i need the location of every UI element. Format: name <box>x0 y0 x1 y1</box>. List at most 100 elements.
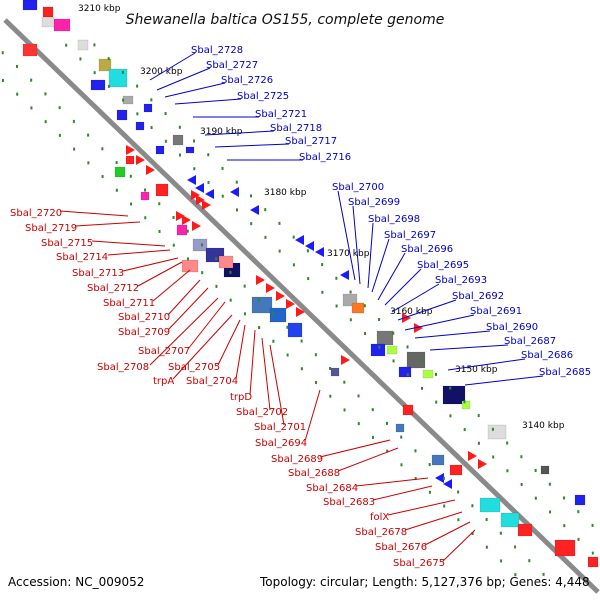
leader-line <box>167 279 201 316</box>
gene-label: Sbal_2698 <box>368 214 420 225</box>
gene-label: Sbal_2705 <box>168 362 220 373</box>
leader-line <box>59 210 129 217</box>
gene-block <box>251 296 273 314</box>
gene-label: Sbal_2675 <box>393 558 445 569</box>
track-dot <box>73 147 76 151</box>
leader-line <box>156 67 211 91</box>
track-dot <box>520 482 523 486</box>
gene-block <box>422 369 434 379</box>
track-dot <box>577 537 580 541</box>
leader-line <box>187 301 226 350</box>
leader-line <box>447 358 526 371</box>
track-dot <box>278 221 281 225</box>
track-dot <box>435 400 438 404</box>
track-dot <box>485 517 488 521</box>
gene-block <box>287 322 303 338</box>
gene-block <box>114 166 126 178</box>
track-dot <box>349 318 352 322</box>
gene-arrow <box>443 479 452 489</box>
gene-block <box>517 523 533 537</box>
track-dot <box>58 106 61 110</box>
track-dot <box>420 386 423 390</box>
gene-block <box>406 351 426 369</box>
track-dot <box>392 359 395 363</box>
track-dot <box>107 57 110 61</box>
track-dots <box>1 43 594 577</box>
track-dot <box>457 490 460 494</box>
leader-line <box>149 297 219 366</box>
gene-label: Sbal_2699 <box>348 197 400 208</box>
track-dot <box>414 449 417 453</box>
track-dot <box>15 64 18 68</box>
leader-line <box>91 240 166 247</box>
track-dot <box>506 441 509 445</box>
gene-block <box>98 58 112 72</box>
gene-label: Sbal_2707 <box>138 346 190 357</box>
track-dot <box>93 71 96 75</box>
leader-line <box>304 389 321 442</box>
leader-line <box>319 439 391 458</box>
gene-label: Sbal_2700 <box>332 182 384 193</box>
tick-label-3160: 3160 kbp <box>390 307 433 317</box>
leader-line <box>404 314 475 331</box>
leader-line <box>122 257 179 272</box>
leader-line <box>464 375 544 386</box>
track-dot <box>122 98 125 102</box>
gene-label: Sbal_2720 <box>10 208 62 219</box>
track-dot <box>315 380 318 384</box>
track-dot <box>434 372 437 376</box>
track-dot <box>16 92 19 96</box>
gene-block <box>431 454 445 466</box>
leader-line <box>371 238 390 293</box>
gene-label: Sbal_2678 <box>355 527 407 538</box>
track-dot <box>321 290 324 294</box>
track-dot <box>30 78 33 82</box>
track-dot <box>363 304 366 308</box>
track-dot <box>129 174 132 178</box>
gene-block <box>554 539 576 557</box>
leader-line <box>174 98 242 105</box>
gene-label: Sbal_2715 <box>41 238 93 249</box>
leader-line <box>442 529 476 562</box>
leader-line <box>352 205 361 285</box>
gene-label: Sbal_2711 <box>103 298 155 309</box>
track-dot <box>1 51 4 55</box>
track-dot <box>243 312 246 316</box>
gene-block <box>122 95 134 105</box>
track-dot <box>534 496 537 500</box>
gene-block <box>155 145 165 155</box>
gene-arrow <box>296 307 305 317</box>
gene-arrow <box>195 183 204 193</box>
gene-arrow <box>126 145 135 155</box>
track-dot <box>471 531 474 535</box>
gene-label: Sbal_2727 <box>206 60 258 71</box>
track-dot <box>300 339 303 343</box>
tick-label-3190: 3190 kbp <box>200 127 243 137</box>
gene-arrow <box>187 175 196 185</box>
label-leaders <box>59 52 544 562</box>
track-dot <box>115 161 118 165</box>
track-dot <box>72 119 75 123</box>
track-dot <box>144 188 147 192</box>
track-dot <box>207 153 210 157</box>
gene-block <box>218 255 234 269</box>
gene-block <box>500 512 520 528</box>
track-dot <box>243 284 246 288</box>
track-dot <box>542 572 545 576</box>
track-dot <box>130 202 133 206</box>
gene-label: Sbal_2694 <box>255 438 307 449</box>
track-dot <box>44 92 47 96</box>
track-dot <box>257 298 260 302</box>
track-dot <box>329 366 332 370</box>
track-dot <box>492 455 495 459</box>
gene-label: Sbal_2721 <box>255 109 307 120</box>
track-dot <box>506 469 509 473</box>
track-dot <box>499 531 502 535</box>
track-dot <box>500 559 503 563</box>
track-dot <box>193 167 196 171</box>
track-dot <box>272 339 275 343</box>
gene-block <box>487 424 507 440</box>
track-dot <box>58 133 61 137</box>
gene-arrow <box>295 235 304 245</box>
leader-line <box>107 249 171 256</box>
